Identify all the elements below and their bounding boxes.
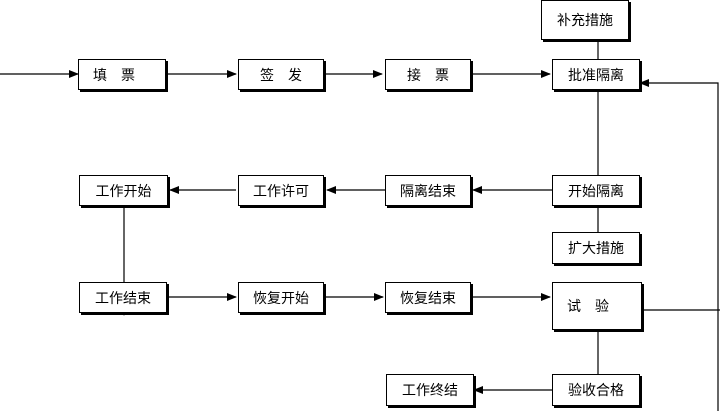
node-isolation-end: 隔离结束 [385, 175, 471, 206]
node-isolation-end-label: 隔离结束 [400, 183, 456, 200]
node-supplementary-measures-label: 补充措施 [557, 13, 613, 29]
node-receive-ticket-label: 接 票 [407, 67, 449, 84]
node-restore-end-label: 恢复结束 [400, 290, 456, 307]
node-work-close: 工作终结 [386, 374, 474, 406]
node-acceptance-label: 验收合格 [568, 383, 624, 399]
node-extend-measures: 扩大措施 [552, 232, 640, 264]
node-approve-isolation-label: 批准隔离 [568, 67, 624, 84]
node-test-label: 试 验 [567, 299, 609, 315]
node-approve-isolation: 批准隔离 [552, 59, 640, 90]
node-work-close-label: 工作终结 [402, 383, 458, 399]
arrow-feedback-loop [639, 79, 719, 411]
node-start-isolation: 开始隔离 [552, 175, 640, 206]
node-work-permit-label: 工作许可 [253, 183, 309, 200]
node-work-start-label: 工作开始 [95, 183, 152, 200]
node-restore-end: 恢复结束 [385, 282, 471, 313]
node-work-start: 工作开始 [79, 175, 168, 206]
node-work-permit: 工作许可 [238, 175, 324, 206]
node-fill-ticket-label: 填 票 [93, 67, 135, 84]
node-issue-label: 签 发 [260, 67, 302, 84]
node-fill-ticket: 填 票 [78, 59, 166, 90]
node-restore-start: 恢复开始 [238, 282, 324, 313]
node-issue: 签 发 [238, 59, 324, 90]
node-restore-start-label: 恢复开始 [253, 290, 309, 307]
node-supplementary-measures: 补充措施 [541, 0, 629, 40]
node-start-isolation-label: 开始隔离 [568, 183, 624, 200]
node-extend-measures-label: 扩大措施 [568, 241, 624, 257]
node-receive-ticket: 接 票 [385, 59, 471, 90]
node-test: 试 验 [552, 282, 642, 330]
node-work-end: 工作结束 [79, 282, 167, 313]
node-work-end-label: 工作结束 [95, 290, 151, 307]
node-acceptance: 验收合格 [552, 374, 640, 406]
